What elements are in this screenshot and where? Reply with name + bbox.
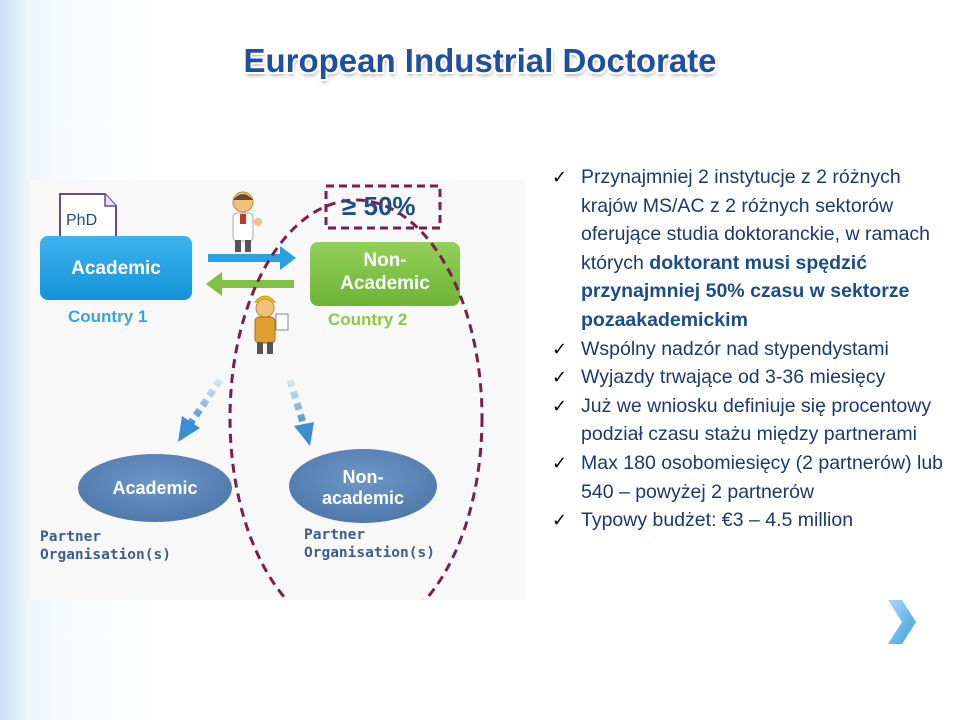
bullet-text: Wspólny nadzór nad stypendystami (581, 337, 889, 360)
academic-box-label: Academic (71, 258, 161, 279)
partner-label-left-line2: Organisation(s) (40, 547, 171, 563)
worker-figure-icon (253, 295, 289, 354)
left-accent-bar (0, 0, 28, 720)
chevron-right-icon[interactable] (884, 598, 918, 646)
bullet-text: Wyjazdy trwające od 3-36 miesięcy (581, 366, 886, 389)
bullet-item: ✓ Max 180 osobomiesięcy (2 partnerów) lu… (552, 449, 952, 506)
bullet-text: Typowy budżet: €3 – 4.5 million (581, 509, 854, 532)
partner-label-right: Partner Organisation(s) (304, 526, 435, 562)
partner-academic-ellipse-label: Academic (112, 478, 198, 498)
check-icon: ✓ (552, 452, 568, 474)
nonacademic-box-line2: Academic (340, 273, 430, 294)
partner-label-left-line1: Partner (40, 529, 102, 545)
bullet-text-bold: doktorant musi spędzić przynajmniej 50% … (581, 251, 910, 331)
check-icon: ✓ (552, 395, 568, 417)
partner-nonacademic-line2: academic (321, 488, 405, 508)
bullet-text: Już we wniosku definiuje się procentowy … (581, 394, 932, 446)
partner-label-right-line2: Organisation(s) (304, 545, 435, 561)
phd-document-icon (59, 193, 117, 243)
country1-label: Country 1 (68, 307, 148, 326)
country2-label: Country 2 (328, 310, 408, 329)
check-icon: ✓ (552, 167, 568, 188)
bullet-item: ✓ Przynajmniej 2 instytucje z 2 różnych … (552, 163, 952, 335)
bullet-list: ✓ Przynajmniej 2 instytucje z 2 różnych … (552, 163, 952, 535)
exchange-arrows (206, 246, 296, 296)
nonacademic-box (310, 242, 460, 306)
academic-box (40, 236, 192, 300)
bullet-item: ✓ Już we wniosku definiuje się procentow… (552, 392, 952, 449)
bullet-text: Przynajmniej 2 instytucje z 2 różnych kr… (581, 166, 931, 274)
bullet-item: ✓ Wyjazdy trwające od 3-36 miesięcy (552, 363, 952, 392)
check-icon: ✓ (552, 367, 568, 389)
partner-nonacademic-ellipse-label: Non- academic (289, 467, 437, 509)
partner-label-left: Partner Organisation(s) (40, 528, 171, 564)
researcher-figure-icon (232, 191, 262, 252)
partner-academic-ellipse (78, 454, 232, 522)
bullet-item: ✓ Typowy budżet: €3 – 4.5 million (552, 506, 952, 535)
diagram-graphics (40, 184, 484, 600)
bullet-item: ✓ Wspólny nadzór nad stypendystami (552, 335, 952, 364)
nonacademic-box-label: Non- Academic (310, 249, 460, 295)
partner-nonacademic-ellipse (289, 449, 437, 523)
check-icon: ✓ (552, 510, 568, 532)
threshold-label: ≥ 50% (342, 191, 416, 221)
bullet-text: Max 180 osobomiesięcy (2 partnerów) lub … (581, 451, 944, 503)
eid-diagram: PhD ≥ 50% Academic Country 1 Non- Academ… (30, 180, 525, 600)
page-title: European Industrial Doctorate (243, 42, 717, 79)
check-icon: ✓ (552, 338, 568, 360)
nonacademic-box-line1: Non- (363, 250, 407, 271)
partner-label-right-line1: Partner (304, 527, 366, 543)
nonacademic-dashed-ellipse (228, 198, 484, 600)
partner-nonacademic-line1: Non- (342, 467, 384, 487)
dotted-arrow-right (286, 378, 314, 446)
dotted-arrow-left (178, 378, 223, 442)
threshold-dashed-box (324, 184, 442, 230)
phd-document-label: PhD (66, 212, 98, 229)
